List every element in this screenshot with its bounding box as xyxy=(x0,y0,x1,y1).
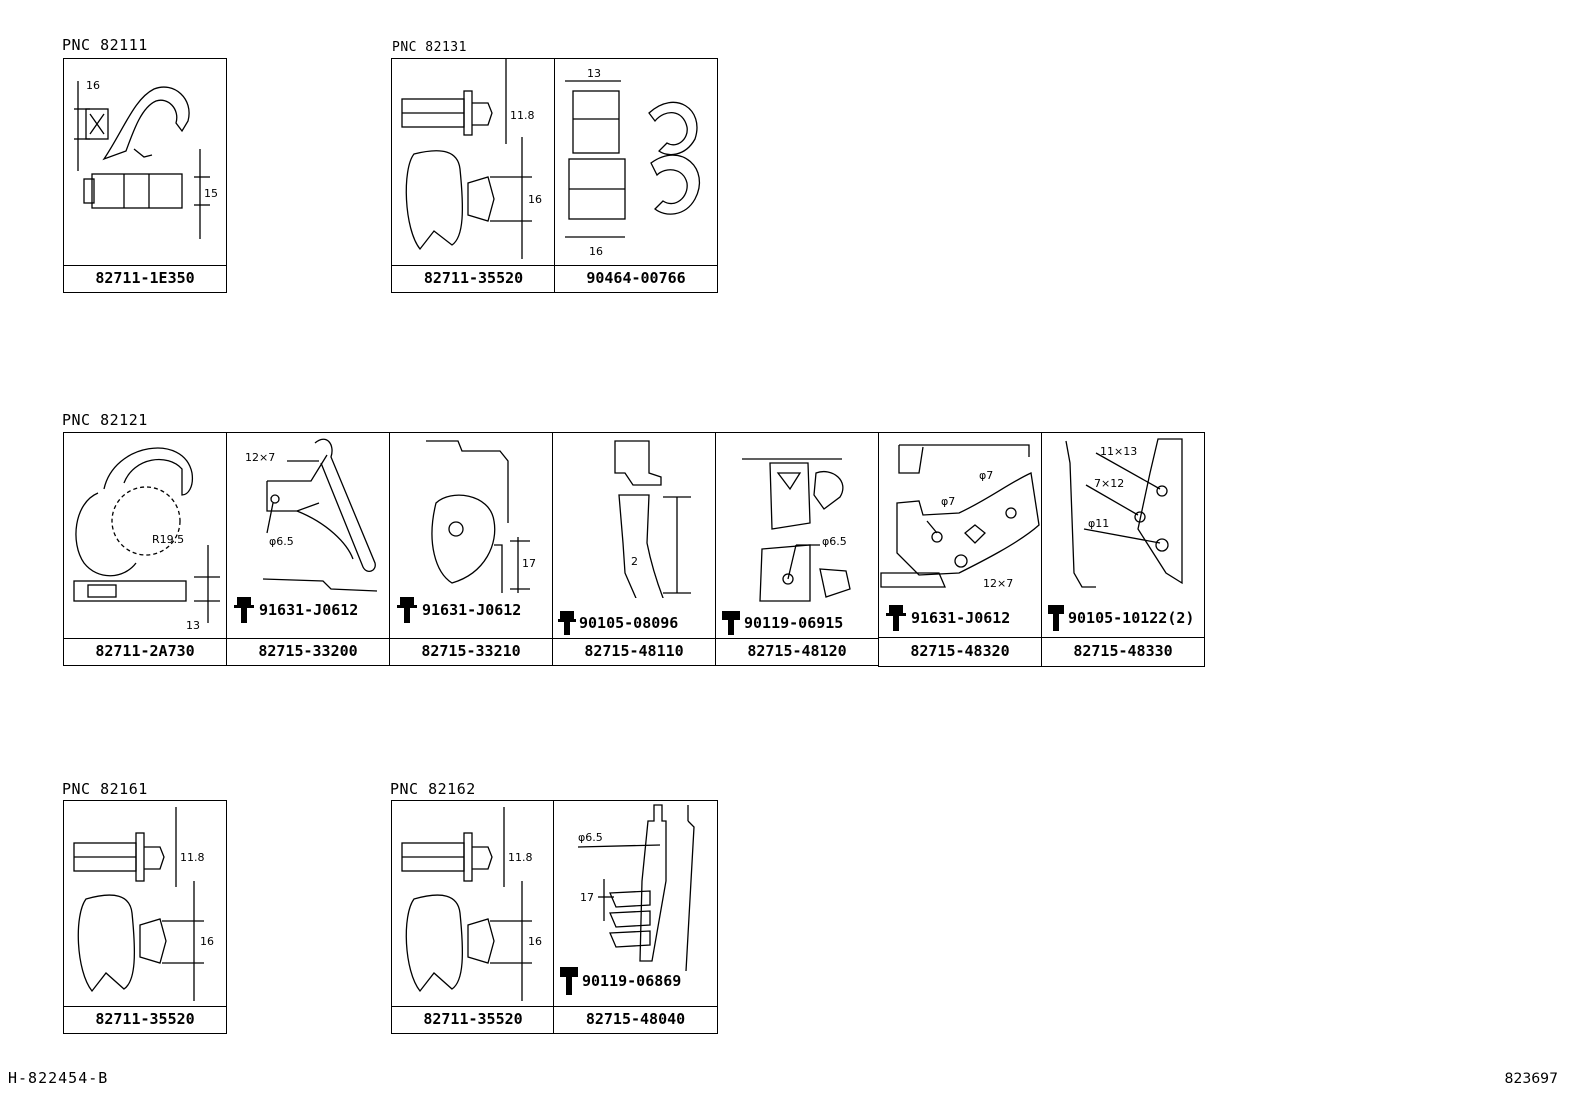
part-cell-90464-00766[interactable]: 13 16 90464-00766 xyxy=(554,58,718,293)
bolt-icon xyxy=(722,611,740,635)
bracket-drawing: φ6.5 xyxy=(742,458,851,602)
part-cell-82715-33210[interactable]: 17 91631-J0612 82715-33210 xyxy=(389,432,553,666)
bolt-callout: 91631-J0612 xyxy=(394,595,521,625)
part-number: 82715-48110 xyxy=(553,638,715,665)
part-cell-82715-33200[interactable]: 12×7 φ6.5 91631-J0612 82715-33200 xyxy=(226,432,390,666)
bolt-number: 90119-06915 xyxy=(744,614,844,632)
clamp-drawing: R19.5 13 xyxy=(73,447,220,632)
pnc-label-82111: PNC 82111 xyxy=(62,36,148,54)
part-number: 90464-00766 xyxy=(555,265,717,292)
dim-label: 11.8 xyxy=(508,851,533,864)
bracket-drawing: φ7 φ7 12×7 xyxy=(880,444,1040,590)
push-retainer-drawing: 11.8 16 xyxy=(73,807,214,1001)
bolt-callout: 90105-10122(2) xyxy=(1046,603,1194,633)
dim-label: 7×12 xyxy=(1094,477,1124,490)
dim-label: 16 xyxy=(528,193,542,206)
part-cell-82715-48110[interactable]: 2 90105-08096 82715-48110 xyxy=(552,432,716,666)
dim-label: 13 xyxy=(587,67,601,80)
dim-label: φ6.5 xyxy=(578,831,603,844)
part-number: 82711-35520 xyxy=(392,1006,554,1033)
dim-label: 15 xyxy=(204,187,218,200)
bracket-drawing: 11×13 7×12 φ11 xyxy=(1065,438,1183,588)
bolt-number: 90119-06869 xyxy=(582,972,682,990)
bolt-number: 91631-J0612 xyxy=(259,601,359,619)
bolt-icon xyxy=(558,611,576,635)
part-number: 82711-35520 xyxy=(392,265,555,292)
part-number: 82711-2A730 xyxy=(64,638,226,665)
bolt-icon xyxy=(560,967,578,995)
bolt-icon xyxy=(397,597,417,623)
dim-label: φ11 xyxy=(1088,517,1109,530)
part-number: 82715-48120 xyxy=(716,638,878,665)
bolt-callout: 91631-J0612 xyxy=(883,603,1010,633)
part-cell-82711-35520[interactable]: 11.8 16 82711-35520 xyxy=(391,58,556,293)
push-retainer-drawing: 11.8 16 xyxy=(401,59,542,259)
dim-label: φ6.5 xyxy=(269,535,294,548)
bracket-drawing: 12×7 φ6.5 xyxy=(245,438,378,592)
dim-label: 16 xyxy=(528,935,542,948)
bracket-drawing: 2 xyxy=(614,440,691,598)
bolt-number: 91631-J0612 xyxy=(422,601,522,619)
dim-label: φ7 xyxy=(979,469,993,482)
bolt-icon xyxy=(1048,605,1064,631)
part-number: 82715-33200 xyxy=(227,638,389,665)
pnc-label-82121: PNC 82121 xyxy=(62,411,148,429)
bolt-callout: 91631-J0612 xyxy=(231,595,358,625)
part-cell-82715-48120[interactable]: φ6.5 90119-06915 82715-48120 xyxy=(715,432,879,666)
dim-label: 11×13 xyxy=(1100,445,1137,458)
part-number: 82715-33210 xyxy=(390,638,552,665)
part-number: 82711-35520 xyxy=(64,1006,226,1033)
bolt-number: 90105-08096 xyxy=(579,614,679,632)
dim-label: 11.8 xyxy=(510,109,535,122)
dim-label: 12×7 xyxy=(245,451,275,464)
pnc-label-82131: PNC 82131 xyxy=(392,40,467,55)
part-cell-82715-48330[interactable]: 11×13 7×12 φ11 90105-10122(2) 82715-4833… xyxy=(1041,432,1205,667)
part-cell-82711-1E350[interactable]: 16 15 82711-1E350 xyxy=(63,58,227,293)
dim-label: 16 xyxy=(86,79,100,92)
dim-label: 2 xyxy=(631,555,638,568)
part-cell-82715-48040[interactable]: φ6.5 17 90119-06869 82715-48040 xyxy=(553,800,718,1034)
bolt-number: 90105-10122(2) xyxy=(1068,609,1195,627)
pnc-label-82161: PNC 82161 xyxy=(62,780,148,798)
dim-label: R19.5 xyxy=(152,533,184,546)
pnc-label-82162: PNC 82162 xyxy=(390,780,476,798)
part-cell-82715-48320[interactable]: φ7 φ7 12×7 91631-J0612 82715-48320 xyxy=(878,432,1042,667)
clamp-drawing: 13 16 xyxy=(565,67,701,258)
drawing-id: H-822454-B xyxy=(8,1069,109,1087)
bracket-drawing: 17 xyxy=(426,440,536,593)
dim-label: φ6.5 xyxy=(822,535,847,548)
part-number: 82715-48330 xyxy=(1042,637,1204,666)
figure-number: 823697 xyxy=(1504,1071,1558,1087)
clamp-drawing: 16 15 xyxy=(74,79,218,239)
bolt-callout: 90105-08096 xyxy=(557,609,678,637)
dim-label: 11.8 xyxy=(180,851,205,864)
part-number: 82715-48320 xyxy=(879,637,1041,666)
dim-label: 13 xyxy=(186,619,200,632)
part-cell-82711-2A730[interactable]: R19.5 13 82711-2A730 xyxy=(63,432,227,666)
dim-label: 17 xyxy=(580,891,594,904)
part-cell-82711-35520[interactable]: 11.8 16 82711-35520 xyxy=(63,800,227,1034)
bolt-icon xyxy=(234,597,254,623)
dim-label: φ7 xyxy=(941,495,955,508)
part-cell-82711-35520[interactable]: 11.8 16 82711-35520 xyxy=(391,800,555,1034)
bolt-number: 91631-J0612 xyxy=(911,609,1011,627)
part-number: 82711-1E350 xyxy=(64,265,226,292)
push-retainer-drawing: 11.8 16 xyxy=(401,807,542,1001)
part-number: 82715-48040 xyxy=(554,1006,717,1033)
bracket-drawing: φ6.5 17 xyxy=(577,804,695,971)
dim-label: 17 xyxy=(522,557,536,570)
bolt-callout: 90119-06915 xyxy=(720,609,843,637)
dim-label: 16 xyxy=(589,245,603,258)
bolt-callout: 90119-06869 xyxy=(558,965,681,997)
dim-label: 16 xyxy=(200,935,214,948)
bolt-icon xyxy=(886,605,906,631)
dim-label: 12×7 xyxy=(983,577,1013,590)
